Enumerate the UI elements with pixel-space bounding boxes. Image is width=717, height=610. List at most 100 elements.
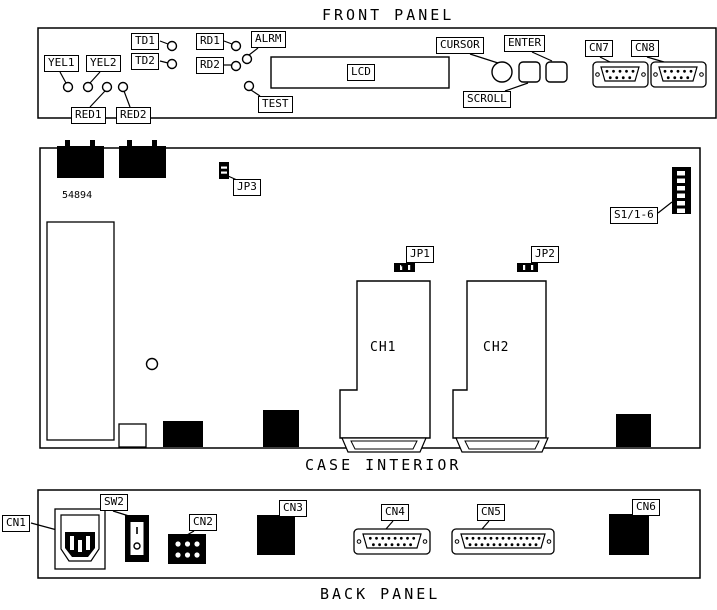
ch1-module-label: CH1 bbox=[370, 340, 397, 355]
cursor-button bbox=[491, 61, 513, 83]
label-cn3: CN3 bbox=[279, 500, 307, 517]
label-rd2: RD2 bbox=[196, 57, 224, 74]
transformer-block-2 bbox=[119, 140, 166, 178]
rd1-led bbox=[230, 40, 242, 52]
ch2-module-outline bbox=[452, 280, 547, 439]
enter-button bbox=[545, 61, 568, 83]
jp2-jumper bbox=[517, 263, 538, 272]
leader-td2 bbox=[159, 60, 169, 64]
cn4-pins bbox=[368, 536, 416, 547]
label-jp1: JP1 bbox=[406, 246, 434, 263]
s1-dip-switch bbox=[672, 167, 691, 214]
label-cn2: CN2 bbox=[189, 514, 217, 531]
label-enter: ENTER bbox=[504, 35, 546, 52]
td2-led bbox=[166, 58, 178, 70]
front-buttons bbox=[491, 61, 568, 83]
leader-jp1 bbox=[400, 261, 411, 267]
label-yel1: YEL1 bbox=[44, 55, 79, 72]
label-cn8: CN8 bbox=[631, 40, 659, 57]
cn8-pins bbox=[663, 69, 693, 80]
component-block-1 bbox=[163, 421, 203, 447]
small-component-white bbox=[118, 423, 147, 448]
leader-cn4 bbox=[385, 520, 394, 530]
component-block-3 bbox=[616, 414, 651, 447]
label-yel2: YEL2 bbox=[86, 55, 121, 72]
cn5-db25-connector bbox=[451, 528, 555, 555]
label-jp3: JP3 bbox=[233, 179, 261, 196]
transformer-block-1 bbox=[57, 140, 104, 178]
alrm-led bbox=[241, 53, 253, 65]
leader-rd1 bbox=[223, 40, 233, 45]
leader-scroll bbox=[504, 82, 529, 92]
leader-s1 bbox=[657, 201, 673, 214]
jp3-jumper bbox=[219, 162, 229, 179]
mounting-hole bbox=[145, 357, 159, 371]
leader-red2 bbox=[123, 90, 131, 108]
label-cn4: CN4 bbox=[381, 504, 409, 521]
label-red1: RED1 bbox=[71, 107, 106, 124]
label-alrm: ALRM bbox=[251, 31, 286, 48]
cn2-power-connector bbox=[168, 534, 206, 564]
power-supply-area bbox=[46, 221, 115, 441]
test-led bbox=[243, 80, 255, 92]
cn8-connector bbox=[650, 61, 707, 88]
label-s1: S1/1-6 bbox=[610, 207, 658, 224]
label-cn6: CN6 bbox=[632, 499, 660, 516]
sw2-power-switch bbox=[125, 515, 149, 562]
board-number: 54894 bbox=[62, 190, 93, 201]
yel2-led bbox=[82, 81, 94, 93]
label-red2: RED2 bbox=[116, 107, 151, 124]
label-cn7: CN7 bbox=[585, 40, 613, 57]
front-panel-outline bbox=[37, 27, 717, 119]
label-cn1: CN1 bbox=[2, 515, 30, 532]
front-leader-lines bbox=[59, 40, 665, 108]
component-block-2 bbox=[263, 410, 299, 447]
jp1-jumper bbox=[394, 263, 415, 272]
cn6-connector bbox=[609, 514, 649, 555]
leader-red1 bbox=[89, 90, 106, 108]
interior-leader-lines bbox=[227, 175, 673, 267]
cn5-pins bbox=[465, 536, 541, 547]
leader-yel2 bbox=[89, 71, 101, 84]
cn3-connector bbox=[257, 515, 295, 555]
leader-cn8 bbox=[646, 56, 665, 63]
leader-test bbox=[250, 89, 261, 97]
leader-alrm bbox=[248, 47, 259, 56]
case-interior-title: CASE INTERIOR bbox=[305, 456, 462, 474]
label-test: TEST bbox=[258, 96, 293, 113]
label-lcd: LCD bbox=[347, 64, 375, 81]
label-rd1: RD1 bbox=[196, 33, 224, 50]
leader-cn1 bbox=[30, 522, 58, 531]
red1-led bbox=[101, 81, 113, 93]
cn7-connector bbox=[592, 61, 649, 88]
scroll-button bbox=[518, 61, 541, 83]
back-panel-outline bbox=[37, 489, 701, 579]
leader-td1 bbox=[159, 40, 169, 45]
label-td1: TD1 bbox=[131, 33, 159, 50]
ch1-module-outline bbox=[339, 280, 431, 439]
cn1-ac-inlet bbox=[54, 508, 106, 570]
leader-enter bbox=[531, 51, 553, 62]
label-cursor: CURSOR bbox=[436, 37, 484, 54]
red2-led bbox=[117, 81, 129, 93]
rd2-led bbox=[230, 60, 242, 72]
ch2-edge-connector bbox=[455, 437, 549, 453]
label-sw2: SW2 bbox=[100, 494, 128, 511]
cn7-pins bbox=[605, 69, 635, 80]
leader-jp2 bbox=[525, 261, 536, 267]
label-cn5: CN5 bbox=[477, 504, 505, 521]
label-scroll: SCROLL bbox=[463, 91, 511, 108]
label-td2: TD2 bbox=[131, 53, 159, 70]
back-panel-title: BACK PANEL bbox=[320, 585, 441, 603]
leader-cursor bbox=[469, 53, 499, 64]
leader-cn7 bbox=[599, 56, 611, 63]
ch1-edge-connector bbox=[341, 437, 427, 453]
yel1-led bbox=[62, 81, 74, 93]
leader-yel1 bbox=[59, 71, 67, 84]
label-jp2: JP2 bbox=[531, 246, 559, 263]
cn4-db15-connector bbox=[353, 528, 431, 555]
leader-cn5 bbox=[481, 520, 490, 530]
front-panel-leds bbox=[62, 40, 255, 93]
